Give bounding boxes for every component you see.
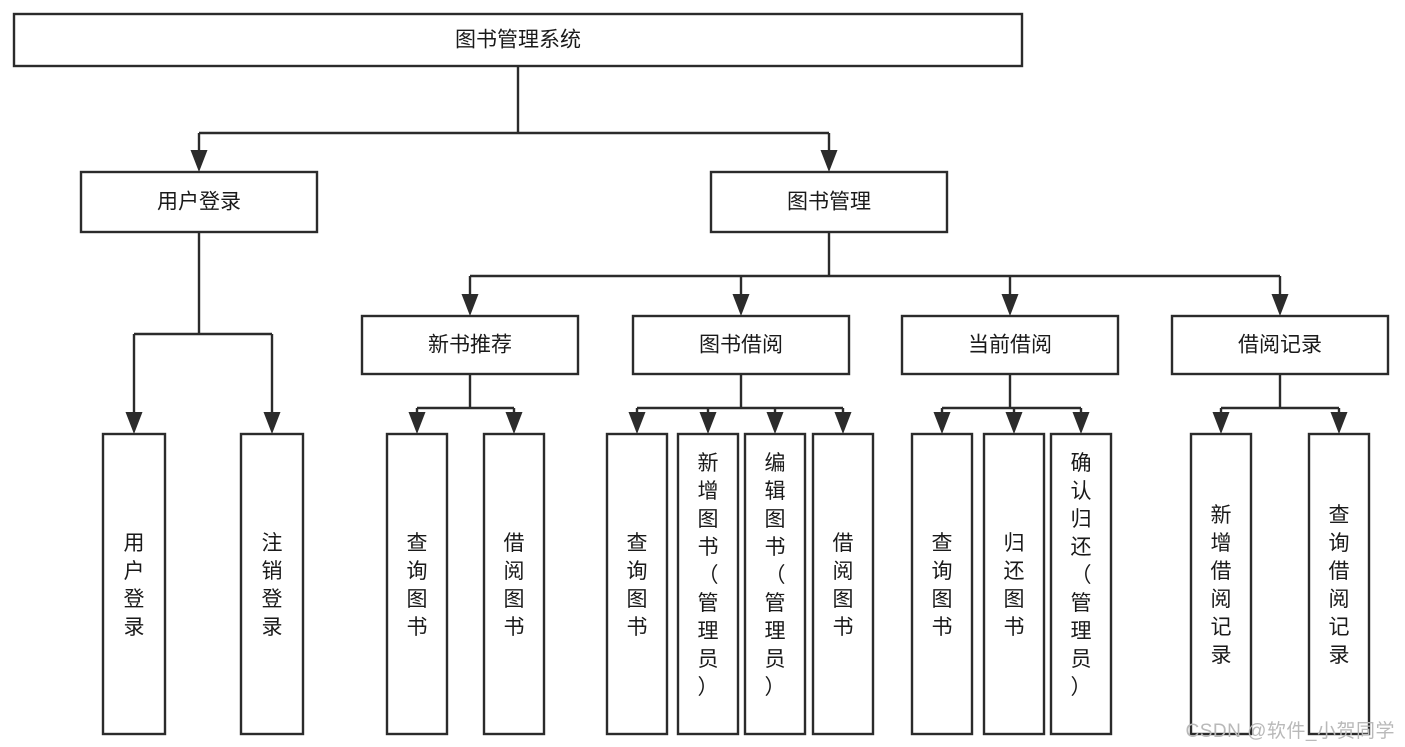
arrow-head-icon: [505, 412, 523, 434]
node-box-leaf-borrow-book-2[interactable]: [811, 432, 875, 736]
node-box-leaf-user-logout[interactable]: [239, 432, 305, 736]
node-book-manage[interactable]: 图书管理: [709, 170, 949, 234]
node-leaf-add-book-admin[interactable]: 新增图书（管理员）: [676, 432, 740, 736]
arrow-head-icon: [461, 294, 479, 316]
arrow-head-icon: [1330, 412, 1348, 434]
node-box-book-manage[interactable]: [709, 170, 949, 234]
node-box-current-borrow[interactable]: [900, 314, 1120, 376]
connector-group-currentborrow-to-leaves: [933, 374, 1090, 434]
arrow-head-icon: [408, 412, 426, 434]
node-borrow-record[interactable]: 借阅记录: [1170, 314, 1390, 376]
arrow-head-icon: [1001, 294, 1019, 316]
arrow-head-icon: [263, 412, 281, 434]
node-root[interactable]: 图书管理系统: [12, 12, 1024, 68]
node-label-leaf-edit-book-admin: 编辑图书（管理员）: [765, 452, 786, 699]
arrow-head-icon: [732, 294, 750, 316]
node-box-leaf-add-borrow-record[interactable]: [1189, 432, 1253, 736]
node-leaf-user-login[interactable]: 用户登录: [101, 432, 167, 736]
arrow-head-icon: [834, 412, 852, 434]
node-user-login[interactable]: 用户登录: [79, 170, 319, 234]
node-leaf-query-borrow-record[interactable]: 查询借阅记录: [1307, 432, 1371, 736]
node-label-user-login: 用户登录: [157, 191, 241, 214]
node-box-new-book-recommend[interactable]: [360, 314, 580, 376]
node-leaf-add-borrow-record[interactable]: 新增借阅记录: [1189, 432, 1253, 736]
connector-group-newbook-to-leaves: [408, 374, 523, 434]
node-leaf-borrow-book-1[interactable]: 借阅图书: [482, 432, 546, 736]
node-box-leaf-edit-book-admin[interactable]: [743, 432, 807, 736]
node-box-leaf-add-book-admin[interactable]: [676, 432, 740, 736]
node-box-leaf-borrow-book-1[interactable]: [482, 432, 546, 736]
connector-group-root-to-level2: [190, 66, 838, 172]
connector-group-bookborrow-to-leaves: [628, 374, 852, 434]
node-leaf-borrow-book-2[interactable]: 借阅图书: [811, 432, 875, 736]
node-label-borrow-record: 借阅记录: [1238, 334, 1322, 357]
node-label-leaf-query-borrow-record: 查询借阅记录: [1329, 504, 1350, 667]
node-box-leaf-confirm-return-admin[interactable]: [1049, 432, 1113, 736]
connector-group-borrowrecord-to-leaves: [1212, 374, 1348, 434]
node-leaf-confirm-return-admin[interactable]: 确认归还（管理员）: [1049, 432, 1113, 736]
node-label-leaf-borrow-book-2: 借阅图书: [833, 532, 854, 639]
arrow-head-icon: [1271, 294, 1289, 316]
arrow-head-icon: [1005, 412, 1023, 434]
node-label-leaf-borrow-book-1: 借阅图书: [504, 532, 525, 639]
node-layer: 图书管理系统用户登录图书管理新书推荐图书借阅当前借阅借阅记录用户登录注销登录查询…: [12, 12, 1390, 736]
node-label-leaf-query-book-2: 查询图书: [627, 532, 648, 639]
node-leaf-edit-book-admin[interactable]: 编辑图书（管理员）: [743, 432, 807, 736]
arrow-head-icon: [190, 150, 208, 172]
node-label-current-borrow: 当前借阅: [968, 334, 1052, 357]
arrow-head-icon: [766, 412, 784, 434]
node-leaf-query-book-1[interactable]: 查询图书: [385, 432, 449, 736]
node-label-leaf-user-login: 用户登录: [124, 532, 145, 639]
node-label-leaf-confirm-return-admin: 确认归还（管理员）: [1071, 452, 1092, 699]
node-box-user-login[interactable]: [79, 170, 319, 234]
node-label-leaf-query-book-3: 查询图书: [932, 532, 953, 639]
node-book-borrow[interactable]: 图书借阅: [631, 314, 851, 376]
arrow-head-icon: [628, 412, 646, 434]
arrow-head-icon: [1212, 412, 1230, 434]
connector-layer: [125, 66, 1348, 434]
node-label-book-manage: 图书管理: [787, 191, 871, 214]
arrow-head-icon: [933, 412, 951, 434]
connector-group-bookmanage-to-level3: [461, 232, 1289, 316]
node-new-book-recommend[interactable]: 新书推荐: [360, 314, 580, 376]
node-label-leaf-add-book-admin: 新增图书（管理员）: [698, 452, 719, 699]
node-label-root: 图书管理系统: [455, 29, 581, 52]
node-box-leaf-user-login[interactable]: [101, 432, 167, 736]
node-label-leaf-return-book: 归还图书: [1004, 532, 1025, 639]
node-box-borrow-record[interactable]: [1170, 314, 1390, 376]
node-label-leaf-add-borrow-record: 新增借阅记录: [1211, 504, 1232, 667]
arrow-head-icon: [820, 150, 838, 172]
arrow-head-icon: [699, 412, 717, 434]
node-box-leaf-query-borrow-record[interactable]: [1307, 432, 1371, 736]
node-box-leaf-query-book-3[interactable]: [910, 432, 974, 736]
node-leaf-user-logout[interactable]: 注销登录: [239, 432, 305, 736]
node-label-new-book-recommend: 新书推荐: [428, 334, 512, 357]
node-box-leaf-query-book-2[interactable]: [605, 432, 669, 736]
arrow-head-icon: [125, 412, 143, 434]
node-label-book-borrow: 图书借阅: [699, 334, 783, 357]
node-box-leaf-return-book[interactable]: [982, 432, 1046, 736]
node-box-book-borrow[interactable]: [631, 314, 851, 376]
node-box-root[interactable]: [12, 12, 1024, 68]
node-leaf-query-book-3[interactable]: 查询图书: [910, 432, 974, 736]
node-leaf-return-book[interactable]: 归还图书: [982, 432, 1046, 736]
node-box-leaf-query-book-1[interactable]: [385, 432, 449, 736]
node-label-leaf-query-book-1: 查询图书: [407, 532, 428, 639]
arrow-head-icon: [1072, 412, 1090, 434]
node-label-leaf-user-logout: 注销登录: [262, 532, 283, 639]
connector-group-userlogin-to-leaves: [125, 232, 281, 434]
node-leaf-query-book-2[interactable]: 查询图书: [605, 432, 669, 736]
node-current-borrow[interactable]: 当前借阅: [900, 314, 1120, 376]
